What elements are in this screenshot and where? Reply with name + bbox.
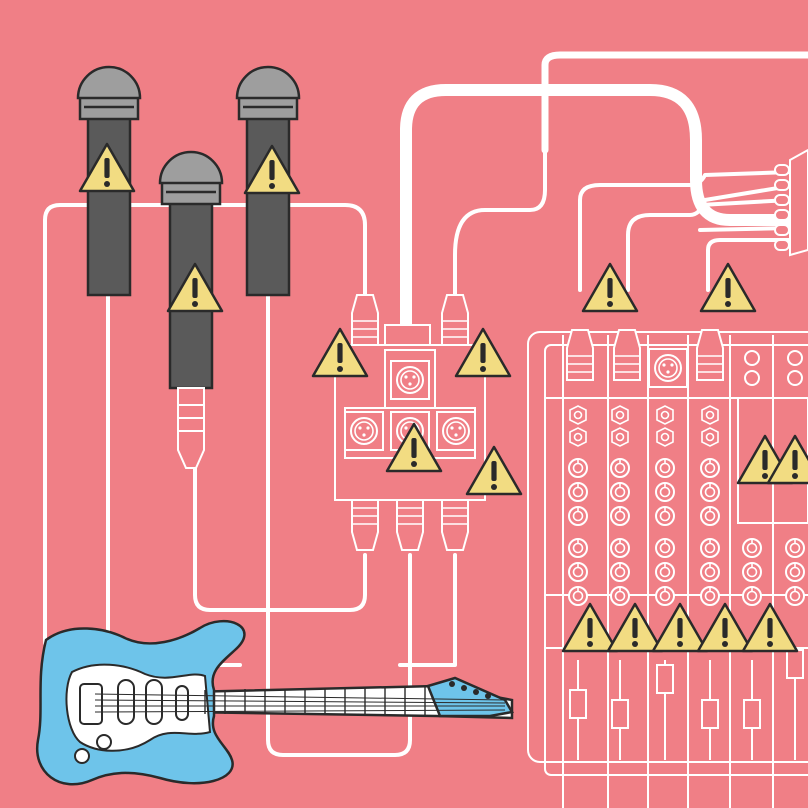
xlr-splitter xyxy=(334,294,486,551)
mixer-console xyxy=(527,329,808,808)
mic-xlr-plug xyxy=(177,387,205,469)
microphone-3 xyxy=(235,65,301,297)
electric-guitar xyxy=(35,619,514,786)
multicore-connector xyxy=(774,148,808,257)
